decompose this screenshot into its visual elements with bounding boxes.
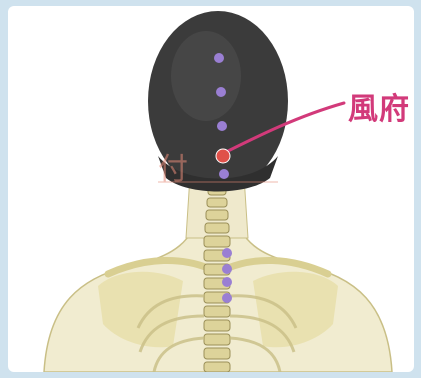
spine-point-2 [222, 264, 232, 274]
head-point-3 [217, 121, 227, 131]
hair-highlight [171, 31, 241, 121]
faint-mark-label: 付 [158, 144, 188, 188]
spine-point-3 [222, 277, 232, 287]
anatomy-illustration [8, 6, 414, 372]
illustration-panel: 付 風府 [8, 6, 414, 372]
acupoint-name-label: 風府 [348, 84, 410, 128]
fengfu-point [216, 149, 230, 163]
spine-point-4 [222, 293, 232, 303]
spine-point-1 [222, 248, 232, 258]
head-point-1 [214, 53, 224, 63]
neck-point-1 [219, 169, 229, 179]
head-point-2 [216, 87, 226, 97]
